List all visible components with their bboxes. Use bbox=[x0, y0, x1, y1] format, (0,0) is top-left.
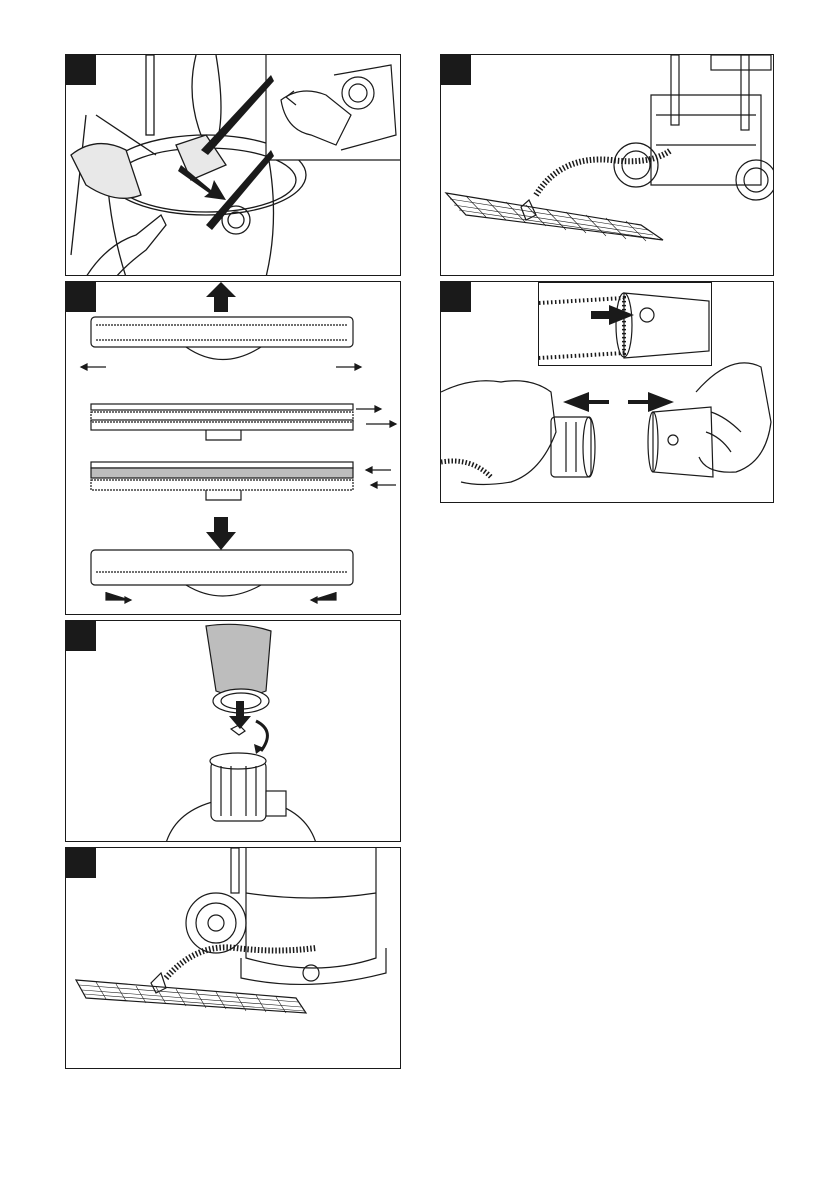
panel-floor-nozzle-strip-replacement bbox=[65, 281, 401, 615]
vacuum-grid-tool-illustration bbox=[66, 848, 401, 1069]
panel-filter-bag-removal bbox=[65, 54, 401, 276]
panel-wet-vacuuming-with-grid-tool bbox=[65, 847, 401, 1069]
panel-hose-adapter-connection bbox=[440, 281, 774, 503]
cartridge-filter-illustration bbox=[66, 621, 401, 842]
column-vacuum-grid-illustration bbox=[441, 55, 774, 276]
hose-adapter-hands-illustration bbox=[441, 282, 774, 503]
panel-cartridge-filter-fitting bbox=[65, 620, 401, 842]
nozzle-strip-illustration bbox=[66, 282, 401, 615]
filter-bag-illustration bbox=[66, 55, 401, 276]
panel-grid-tool-vacuuming-column bbox=[440, 54, 774, 276]
